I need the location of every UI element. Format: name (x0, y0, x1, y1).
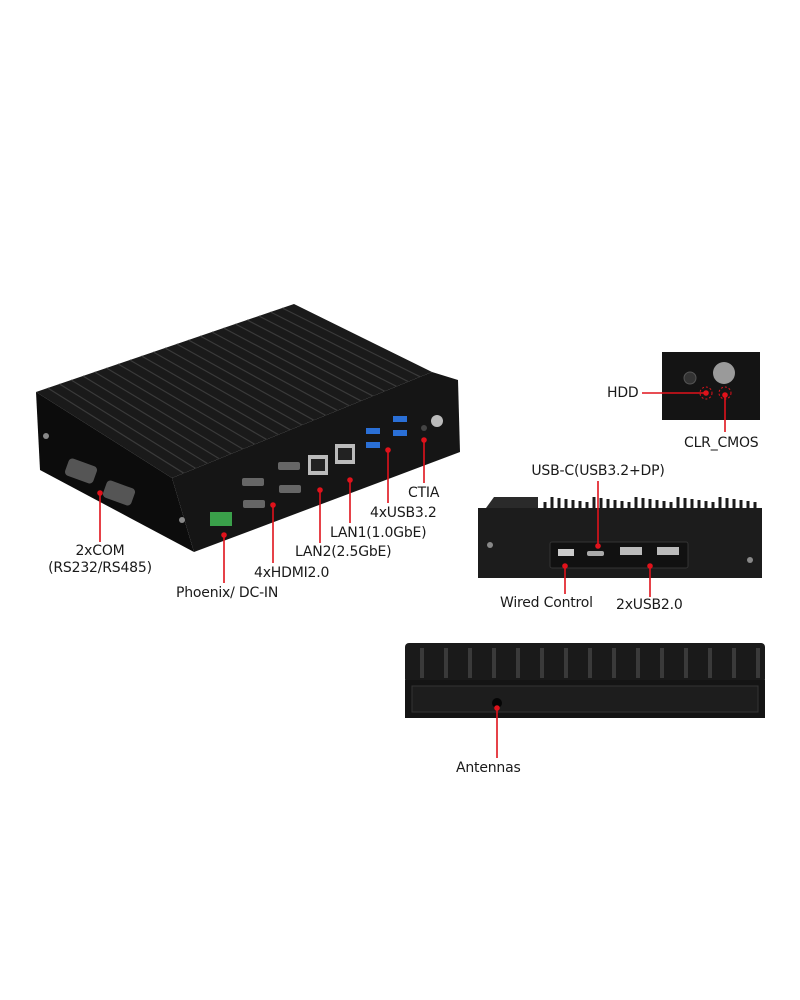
label-usb-c: USB-C(USB3.2+DP) (531, 463, 665, 479)
label-usb32: 4xUSB3.2 (370, 505, 437, 521)
label-antennas: Antennas (456, 760, 521, 776)
main-unit-image (36, 304, 460, 552)
leader-lines (97, 390, 728, 758)
label-ctia: CTIA (408, 485, 440, 501)
label-lan2: LAN2(2.5GbE) (295, 544, 392, 560)
label-hdd: HDD (607, 385, 639, 401)
front-inset-image (662, 352, 760, 420)
label-lan1: LAN1(1.0GbE) (330, 525, 427, 541)
label-com-sub: (RS232/RS485) (48, 560, 152, 576)
rear-unit-image (405, 643, 765, 718)
side-unit-image (478, 497, 762, 578)
label-phoenix-dc-in: Phoenix/ DC-IN (176, 585, 279, 601)
label-usb20: 2xUSB2.0 (616, 597, 683, 613)
label-hdmi: 4xHDMI2.0 (254, 565, 330, 581)
label-wired-control: Wired Control (500, 595, 593, 611)
label-clr-cmos: CLR_CMOS (684, 435, 759, 451)
label-com: 2xCOM (75, 543, 125, 559)
